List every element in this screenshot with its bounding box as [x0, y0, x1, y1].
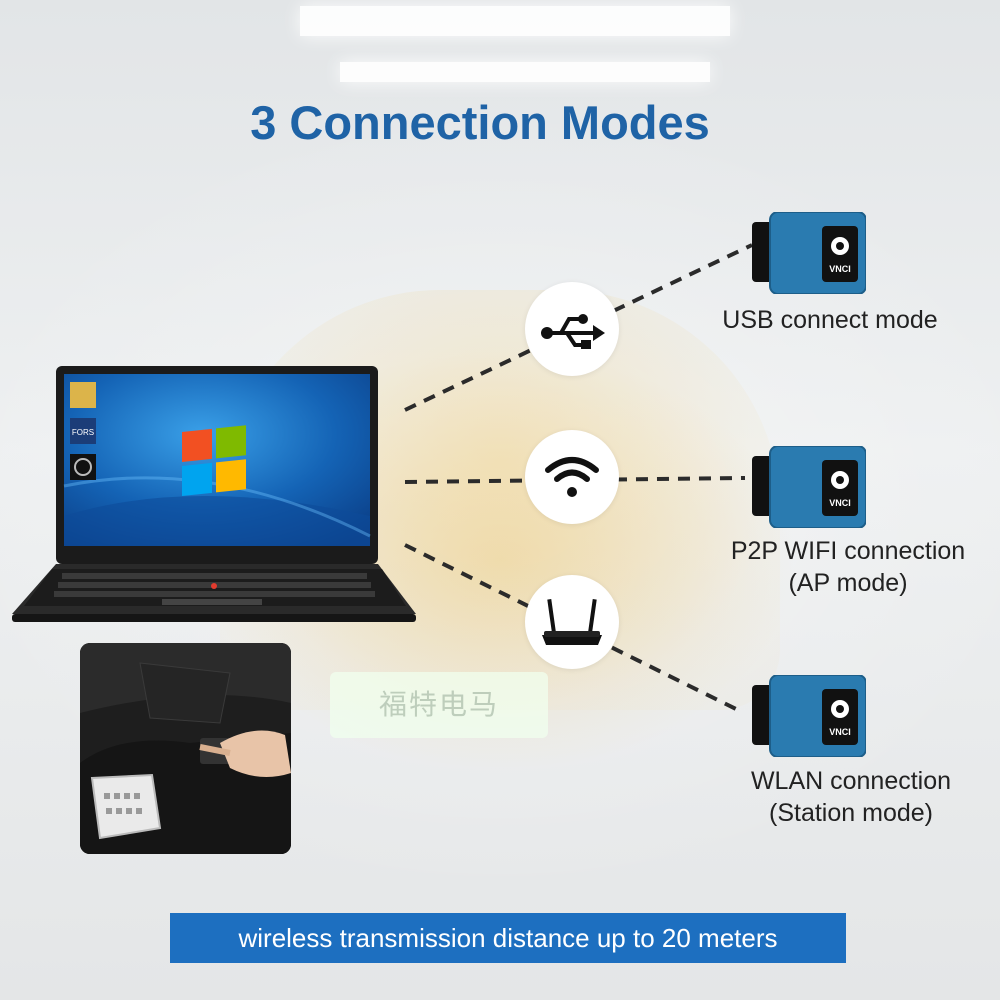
background-sign: 福特电马	[330, 672, 548, 738]
vnci-device-wlan: VNCI	[752, 675, 866, 757]
router-icon	[542, 599, 602, 645]
info-banner: wireless transmission distance up to 20 …	[170, 913, 846, 963]
p2p-mode-label: P2P WIFI connection (AP mode)	[700, 535, 996, 599]
usb-icon-circle	[525, 282, 619, 376]
wifi-icon	[545, 457, 599, 497]
obd-port-photo	[80, 643, 291, 854]
ceiling-light	[340, 62, 710, 82]
device-brand: VNCI	[829, 264, 851, 274]
wifi-icon-circle	[525, 430, 619, 524]
p2p-mode-line-1: P2P WIFI connection	[730, 537, 966, 565]
device-brand: VNCI	[829, 498, 851, 508]
wlan-mode-line-2: (Station mode)	[769, 799, 933, 827]
vnci-device-usb: VNCI	[752, 212, 866, 294]
vnci-device-wifi: VNCI	[752, 446, 866, 528]
wlan-mode-line-1: WLAN connection	[750, 767, 952, 795]
p2p-mode-line-2: (AP mode)	[788, 569, 908, 597]
usb-mode-line-1: USB connect mode	[722, 306, 938, 334]
laptop: FORS	[12, 366, 416, 622]
usb-icon	[541, 314, 605, 349]
usb-mode-label: USB connect mode	[690, 304, 970, 336]
ceiling-light	[300, 6, 730, 36]
wlan-mode-label: WLAN connection (Station mode)	[706, 765, 996, 829]
router-icon-circle	[525, 575, 619, 669]
desktop-icon-label: FORS	[72, 428, 94, 437]
page-title: 3 Connection Modes	[250, 96, 710, 149]
windows-logo	[182, 425, 246, 496]
device-brand: VNCI	[829, 727, 851, 737]
